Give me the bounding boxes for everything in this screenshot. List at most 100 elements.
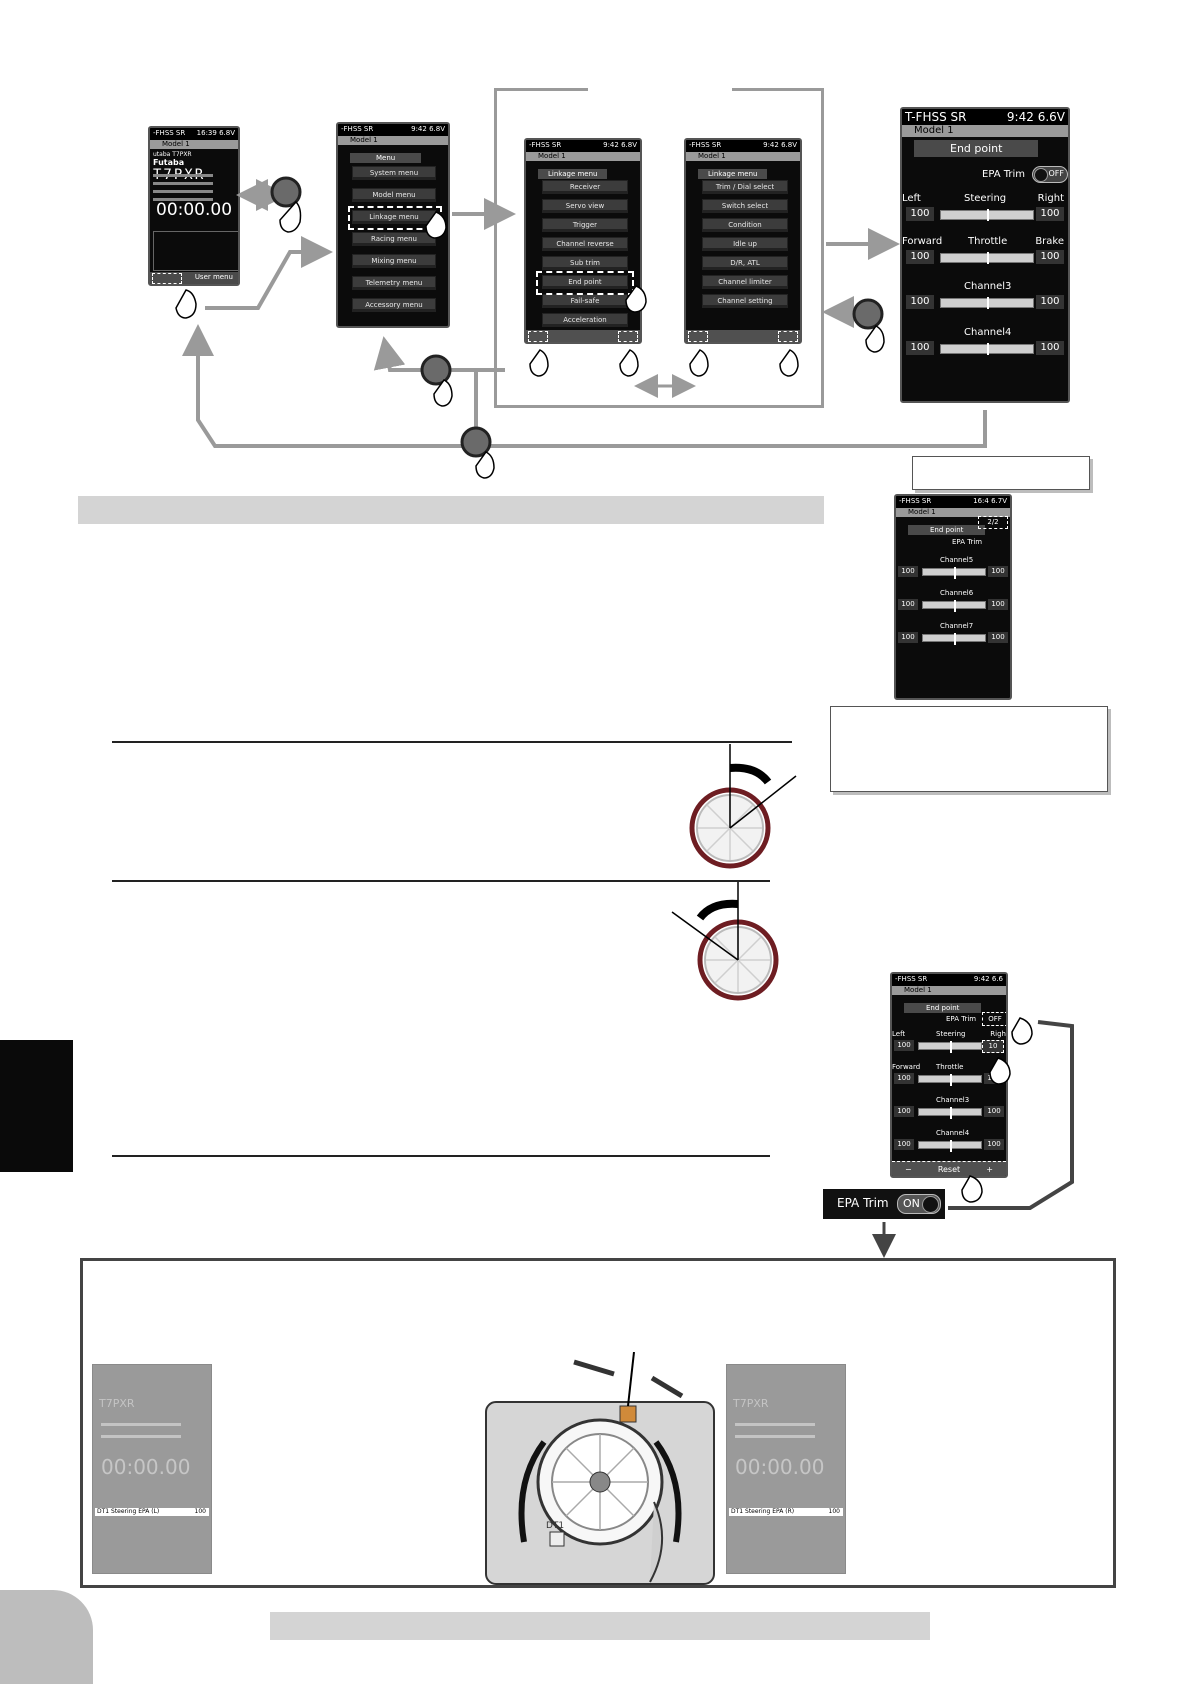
- ep-channel3-right-value[interactable]: 100: [1036, 295, 1064, 309]
- bottom-gray-bar: [270, 1612, 930, 1640]
- eps-reset-button[interactable]: Reset: [937, 1164, 961, 1174]
- eps-system: -FHSS SR: [895, 975, 928, 983]
- home-status-bar: -FHSS SR 16:39 6.8V: [150, 128, 238, 140]
- ep2-channel6-right[interactable]: 100: [988, 599, 1008, 610]
- ep-epa-label: EPA Trim: [982, 169, 1025, 180]
- linkage1-time: 9:42: [603, 141, 619, 149]
- ep2-battery: 6.7V: [991, 497, 1007, 505]
- eps-time: 9:42: [973, 975, 990, 983]
- linkage1-next-button[interactable]: [618, 331, 638, 342]
- chapter-side-tab: [0, 1040, 73, 1172]
- linkage1-status-bar: -FHSS SR 9:42 6.8V: [526, 140, 640, 152]
- home-trim-bar-4: [153, 198, 213, 201]
- example-right-line-1: [735, 1423, 815, 1426]
- linkage2-next-button[interactable]: [778, 331, 798, 342]
- linkage-screen-1: -FHSS SR 9:42 6.8V Model 1 Linkage menu …: [524, 138, 642, 344]
- ep2-channel5-right[interactable]: 100: [988, 566, 1008, 577]
- linkage-item-idle-up[interactable]: Idle up: [702, 237, 788, 251]
- ep-throttle-brake-value[interactable]: 100: [1036, 250, 1064, 264]
- linkage-item-end-point[interactable]: End point: [542, 275, 628, 289]
- ep2-channel6-left[interactable]: 100: [898, 599, 918, 610]
- eps-channel4-right[interactable]: 100: [984, 1139, 1004, 1150]
- ep-throttle-forward-value[interactable]: 100: [906, 250, 934, 264]
- ep2-channel7-left[interactable]: 100: [898, 632, 918, 643]
- eps-model-name: Model 1: [892, 986, 1006, 995]
- linkage2-prev-button[interactable]: [688, 331, 708, 342]
- ep-channel4-left-value[interactable]: 100: [906, 341, 934, 355]
- section-rule-3: [112, 1155, 770, 1157]
- epa-connector-lines: [872, 1017, 1074, 1258]
- ep2-page-indicator[interactable]: 2/2: [978, 516, 1008, 529]
- menu-item-mixing[interactable]: Mixing menu: [352, 254, 436, 268]
- eps-forward-label: Forward: [892, 1063, 921, 1071]
- ep-epa-state: OFF: [1048, 169, 1065, 178]
- eps-steering-right[interactable]: 10: [982, 1040, 1004, 1053]
- linkage-screen-2: -FHSS SR 9:42 6.8V Model 1 Linkage menu …: [684, 138, 802, 344]
- menu-item-accessory[interactable]: Accessory menu: [352, 298, 436, 312]
- menu-title: Menu: [350, 153, 422, 163]
- eps-epa-toggle[interactable]: OFF: [982, 1012, 1006, 1026]
- menu-item-system[interactable]: System menu: [352, 166, 436, 180]
- eps-right-label: Righ: [990, 1030, 1006, 1038]
- menu-item-telemetry[interactable]: Telemetry menu: [352, 276, 436, 290]
- eps-channel4-left[interactable]: 100: [894, 1139, 914, 1150]
- eps-minus-button[interactable]: −: [905, 1164, 912, 1174]
- example-right-selected-row: DT1 Steering EPA (R) 100: [729, 1508, 843, 1516]
- example-box: [80, 1258, 1116, 1588]
- ep-channel3-label: Channel3: [964, 281, 1012, 292]
- linkage-item-channel-limiter[interactable]: Channel limiter: [702, 275, 788, 289]
- linkage-item-sub-trim[interactable]: Sub trim: [542, 256, 628, 270]
- ep2-time: 16:4: [973, 497, 989, 505]
- ep2-system: -FHSS SR: [899, 497, 932, 505]
- ep-battery: 6.6V: [1037, 110, 1065, 124]
- home-info-panel: [153, 231, 238, 271]
- home-left-button-highlight[interactable]: [152, 273, 182, 284]
- linkage-item-trim-dial-select[interactable]: Trim / Dial select: [702, 180, 788, 194]
- ep-channel3-left-value[interactable]: 100: [906, 295, 934, 309]
- linkage2-time: 9:42: [763, 141, 779, 149]
- linkage1-model-name: Model 1: [526, 152, 640, 161]
- home-user-menu-button[interactable]: User menu: [194, 273, 233, 281]
- ep2-channel6-bar: [922, 600, 986, 612]
- eps-channel3-right[interactable]: 100: [984, 1106, 1004, 1117]
- ep-channel4-right-value[interactable]: 100: [1036, 341, 1064, 355]
- menu-model-name: Model 1: [338, 136, 448, 145]
- wheel-right-illustration: [689, 744, 797, 869]
- linkage-item-receiver[interactable]: Receiver: [542, 180, 628, 194]
- menu-time: 9:42: [411, 125, 427, 133]
- eps-plus-button[interactable]: +: [986, 1164, 993, 1174]
- linkage-item-dr-atl[interactable]: D/R, ATL: [702, 256, 788, 270]
- linkage-item-channel-setting[interactable]: Channel setting: [702, 294, 788, 308]
- eps-throttle-label: Throttle: [936, 1063, 964, 1071]
- ep-brake-label: Brake: [1035, 236, 1064, 247]
- ep2-channel5-left[interactable]: 100: [898, 566, 918, 577]
- eps-channel3-left[interactable]: 100: [894, 1106, 914, 1117]
- menu-item-model[interactable]: Model menu: [352, 188, 436, 202]
- linkage-item-switch-select[interactable]: Switch select: [702, 199, 788, 213]
- linkage-item-trigger[interactable]: Trigger: [542, 218, 628, 232]
- section-rule-2: [112, 880, 770, 882]
- ep-time: 9:42: [1006, 110, 1034, 124]
- linkage1-system: -FHSS SR: [529, 141, 562, 149]
- ep-epa-toggle[interactable]: OFF: [1032, 166, 1068, 183]
- eps-navbar: − Reset +: [892, 1161, 1006, 1176]
- linkage-item-condition[interactable]: Condition: [702, 218, 788, 232]
- eps-steering-label: Steering: [936, 1030, 966, 1038]
- linkage-frame-top-right: [732, 88, 824, 91]
- ep-steering-left-value[interactable]: 100: [906, 207, 934, 221]
- linkage-item-servo-view[interactable]: Servo view: [542, 199, 628, 213]
- home-timer: 00:00.00: [156, 200, 233, 220]
- linkage-item-acceleration[interactable]: Acceleration: [542, 313, 628, 327]
- ep-steering-bar: [940, 209, 1034, 221]
- ep2-model-name: Model 1: [896, 508, 1010, 517]
- menu-item-racing[interactable]: Racing menu: [352, 232, 436, 246]
- ep-channel3-bar: [940, 297, 1034, 309]
- eps-steering-left[interactable]: 100: [894, 1040, 914, 1051]
- ep2-channel7-right[interactable]: 100: [988, 632, 1008, 643]
- epa-trim-on-toggle[interactable]: ON: [897, 1194, 941, 1214]
- linkage-item-channel-reverse[interactable]: Channel reverse: [542, 237, 628, 251]
- ep-steering-right-value[interactable]: 100: [1036, 207, 1064, 221]
- linkage1-battery: 6.8V: [621, 141, 637, 149]
- linkage1-prev-button[interactable]: [528, 331, 548, 342]
- eps-throttle-left[interactable]: 100: [894, 1073, 914, 1084]
